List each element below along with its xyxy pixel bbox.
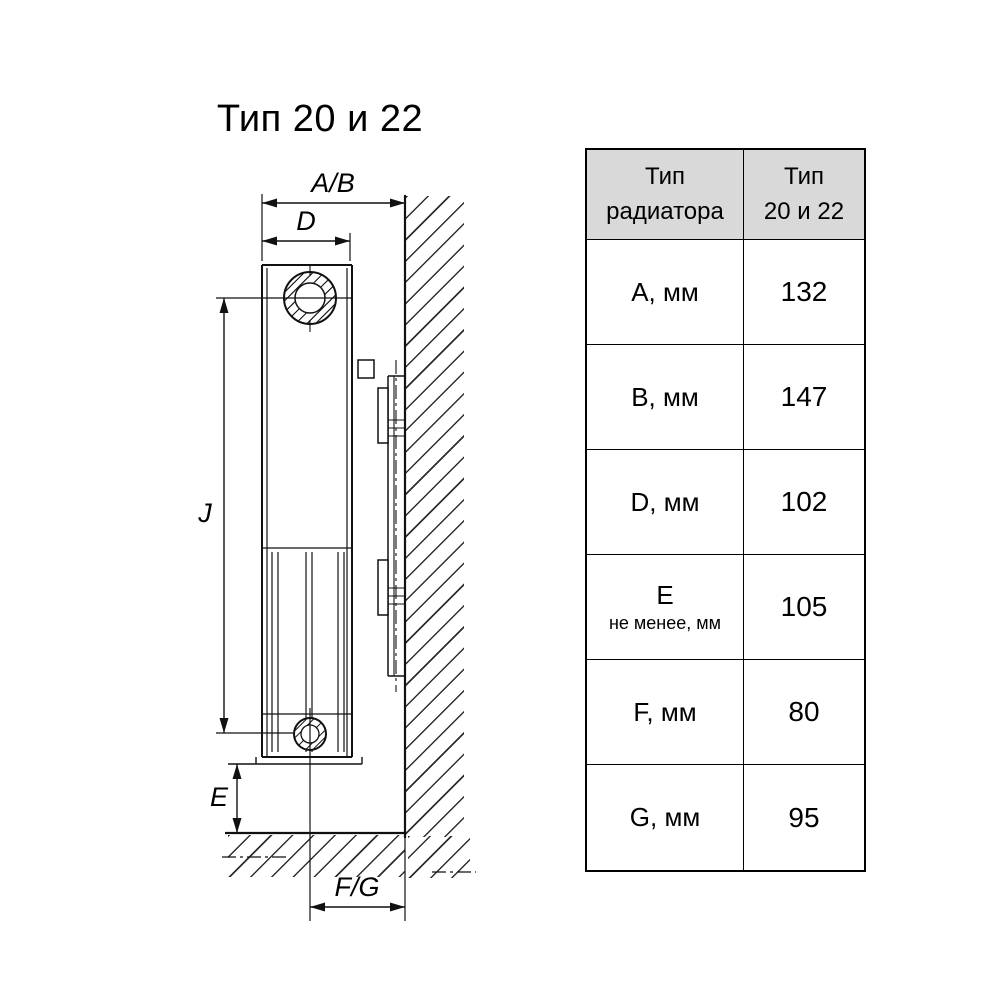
table-row-b-label: B, мм <box>587 345 744 450</box>
table-row-f-label: F, мм <box>587 660 744 765</box>
arrowhead-right-icon <box>390 902 405 912</box>
dimensions-table: Тип радиатора Тип 20 и 22 A, мм 132 B, м… <box>585 148 866 872</box>
table-row-e-label: E не менее, мм <box>587 555 744 660</box>
dimension-label-e: E <box>210 782 229 812</box>
wall-hatching <box>406 196 464 837</box>
wall-hatching-lower <box>408 836 470 878</box>
arrowhead-right-icon <box>335 236 350 246</box>
dimension-fg: F/G <box>310 872 405 912</box>
dimension-note: не менее, мм <box>608 613 722 633</box>
dimension-name: F, мм <box>633 696 697 727</box>
table-row-b-value: 147 <box>744 345 864 450</box>
dimension-e: E <box>210 764 242 833</box>
arrowhead-right-icon <box>390 198 405 208</box>
table-header-type-20-22: Тип 20 и 22 <box>744 150 864 240</box>
table-row-a-label: A, мм <box>587 240 744 345</box>
dimension-label-d: D <box>296 206 316 236</box>
dimension-name: E <box>656 580 674 610</box>
dimension-label-fg: F/G <box>335 872 380 902</box>
table-row-g-value: 95 <box>788 801 820 833</box>
extension-lines <box>216 194 476 921</box>
table-header-radiator-type: Тип радиатора <box>587 150 744 240</box>
wall-and-floor <box>225 195 407 838</box>
dimension-name: A, мм <box>631 276 699 307</box>
dimension-label-ab: A/B <box>309 168 355 198</box>
arrowhead-left-icon <box>262 198 277 208</box>
table-row-f-value: 80 <box>744 660 864 765</box>
table-row-d-label: D, мм <box>587 450 744 555</box>
table-row-a-value: 132 <box>744 240 864 345</box>
arrowhead-down-icon <box>219 718 229 733</box>
table-row-e-value: 105 <box>744 555 864 660</box>
arrowhead-up-icon <box>232 764 242 779</box>
arrowhead-down-icon <box>232 818 242 833</box>
dimension-d: D <box>262 206 350 246</box>
dimension-name: D, мм <box>630 486 700 517</box>
arrowhead-up-icon <box>219 298 229 313</box>
dimension-name: G, мм <box>629 802 701 832</box>
table-row-d-value: 102 <box>744 450 864 555</box>
wall-bracket <box>357 359 405 692</box>
dimension-ab: A/B <box>262 168 405 208</box>
dimension-name: B, мм <box>631 381 699 412</box>
dimension-label-j: J <box>197 498 212 528</box>
arrowhead-left-icon <box>310 902 325 912</box>
page-title: Тип 20 и 22 <box>216 98 424 140</box>
table-row-g-label: G, мм <box>587 765 744 870</box>
floor-hatching <box>228 835 405 877</box>
dimension-j: J <box>197 298 229 733</box>
arrowhead-left-icon <box>262 236 277 246</box>
radiator-body <box>228 264 363 765</box>
